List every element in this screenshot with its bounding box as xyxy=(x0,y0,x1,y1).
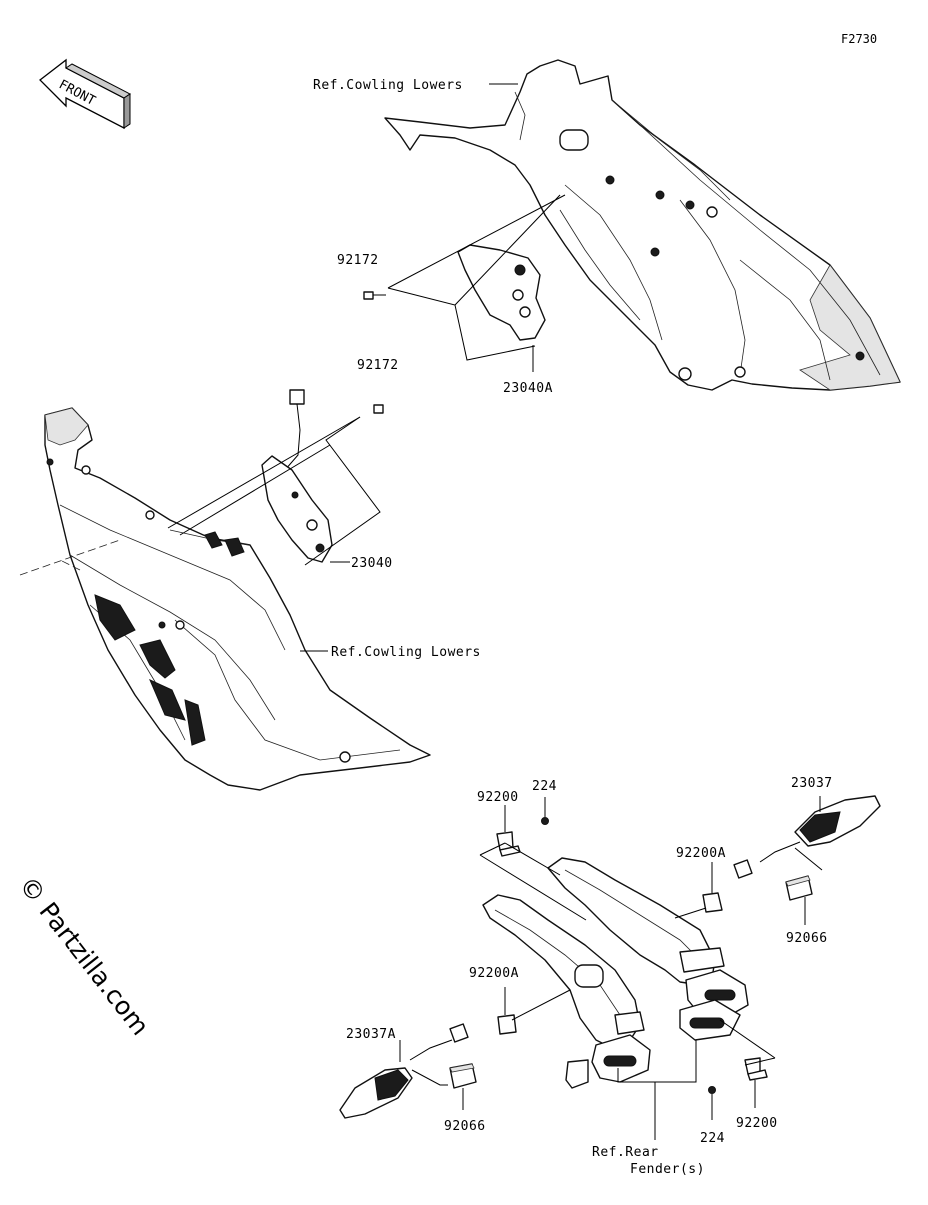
turn-signal-23037A xyxy=(339,1023,469,1119)
rear-fender-bracket-left xyxy=(482,894,651,1089)
label-23040A: 23040A xyxy=(503,381,553,396)
grommet-92066-left xyxy=(449,1063,477,1089)
label-92200A-left: 92200A xyxy=(469,966,519,981)
watermark: © Partzilla.com xyxy=(13,871,155,1041)
nut-224-bottom xyxy=(708,1086,716,1094)
label-ref-cowling-lowers-mid: Ref.Cowling Lowers xyxy=(331,645,481,660)
nut-224-top xyxy=(541,817,549,825)
label-92172-lower: 92172 xyxy=(357,358,399,373)
label-ref-rear: Ref.Rear xyxy=(592,1145,659,1160)
label-92200-bottom: 92200 xyxy=(736,1116,778,1131)
label-92066-right: 92066 xyxy=(786,931,828,946)
rear-fender-bracket-right xyxy=(547,857,749,1041)
figure-id: F2730 xyxy=(841,32,877,46)
label-224-top: 224 xyxy=(532,779,557,794)
grommet-92066-right xyxy=(785,875,813,901)
clip-92200A-left xyxy=(497,1014,517,1035)
turn-signal-23037 xyxy=(733,795,881,879)
clip-92200A-right xyxy=(702,892,723,913)
label-92066-left: 92066 xyxy=(444,1119,486,1134)
label-92172-upper: 92172 xyxy=(337,253,379,268)
label-23040: 23040 xyxy=(351,556,393,571)
fastener-92172-upper xyxy=(363,291,386,300)
turn-signal-bracket-left xyxy=(261,389,333,563)
label-23037A: 23037A xyxy=(346,1027,396,1042)
label-92200A-right: 92200A xyxy=(676,846,726,861)
right-cowling-lower xyxy=(384,59,901,391)
left-cowling-lower xyxy=(19,407,431,791)
turn-signal-bracket-right xyxy=(457,244,546,341)
label-23037: 23037 xyxy=(791,776,833,791)
clip-92200-top xyxy=(496,831,521,857)
front-arrow-icon: FRONT xyxy=(39,58,131,130)
label-fenders: Fender(s) xyxy=(630,1162,705,1177)
clip-92200-bottom xyxy=(744,1057,768,1081)
label-92200-top: 92200 xyxy=(477,790,519,805)
fastener-92172-lower xyxy=(373,404,384,414)
label-ref-cowling-lowers-top: Ref.Cowling Lowers xyxy=(313,78,463,93)
label-224-bottom: 224 xyxy=(700,1131,725,1146)
